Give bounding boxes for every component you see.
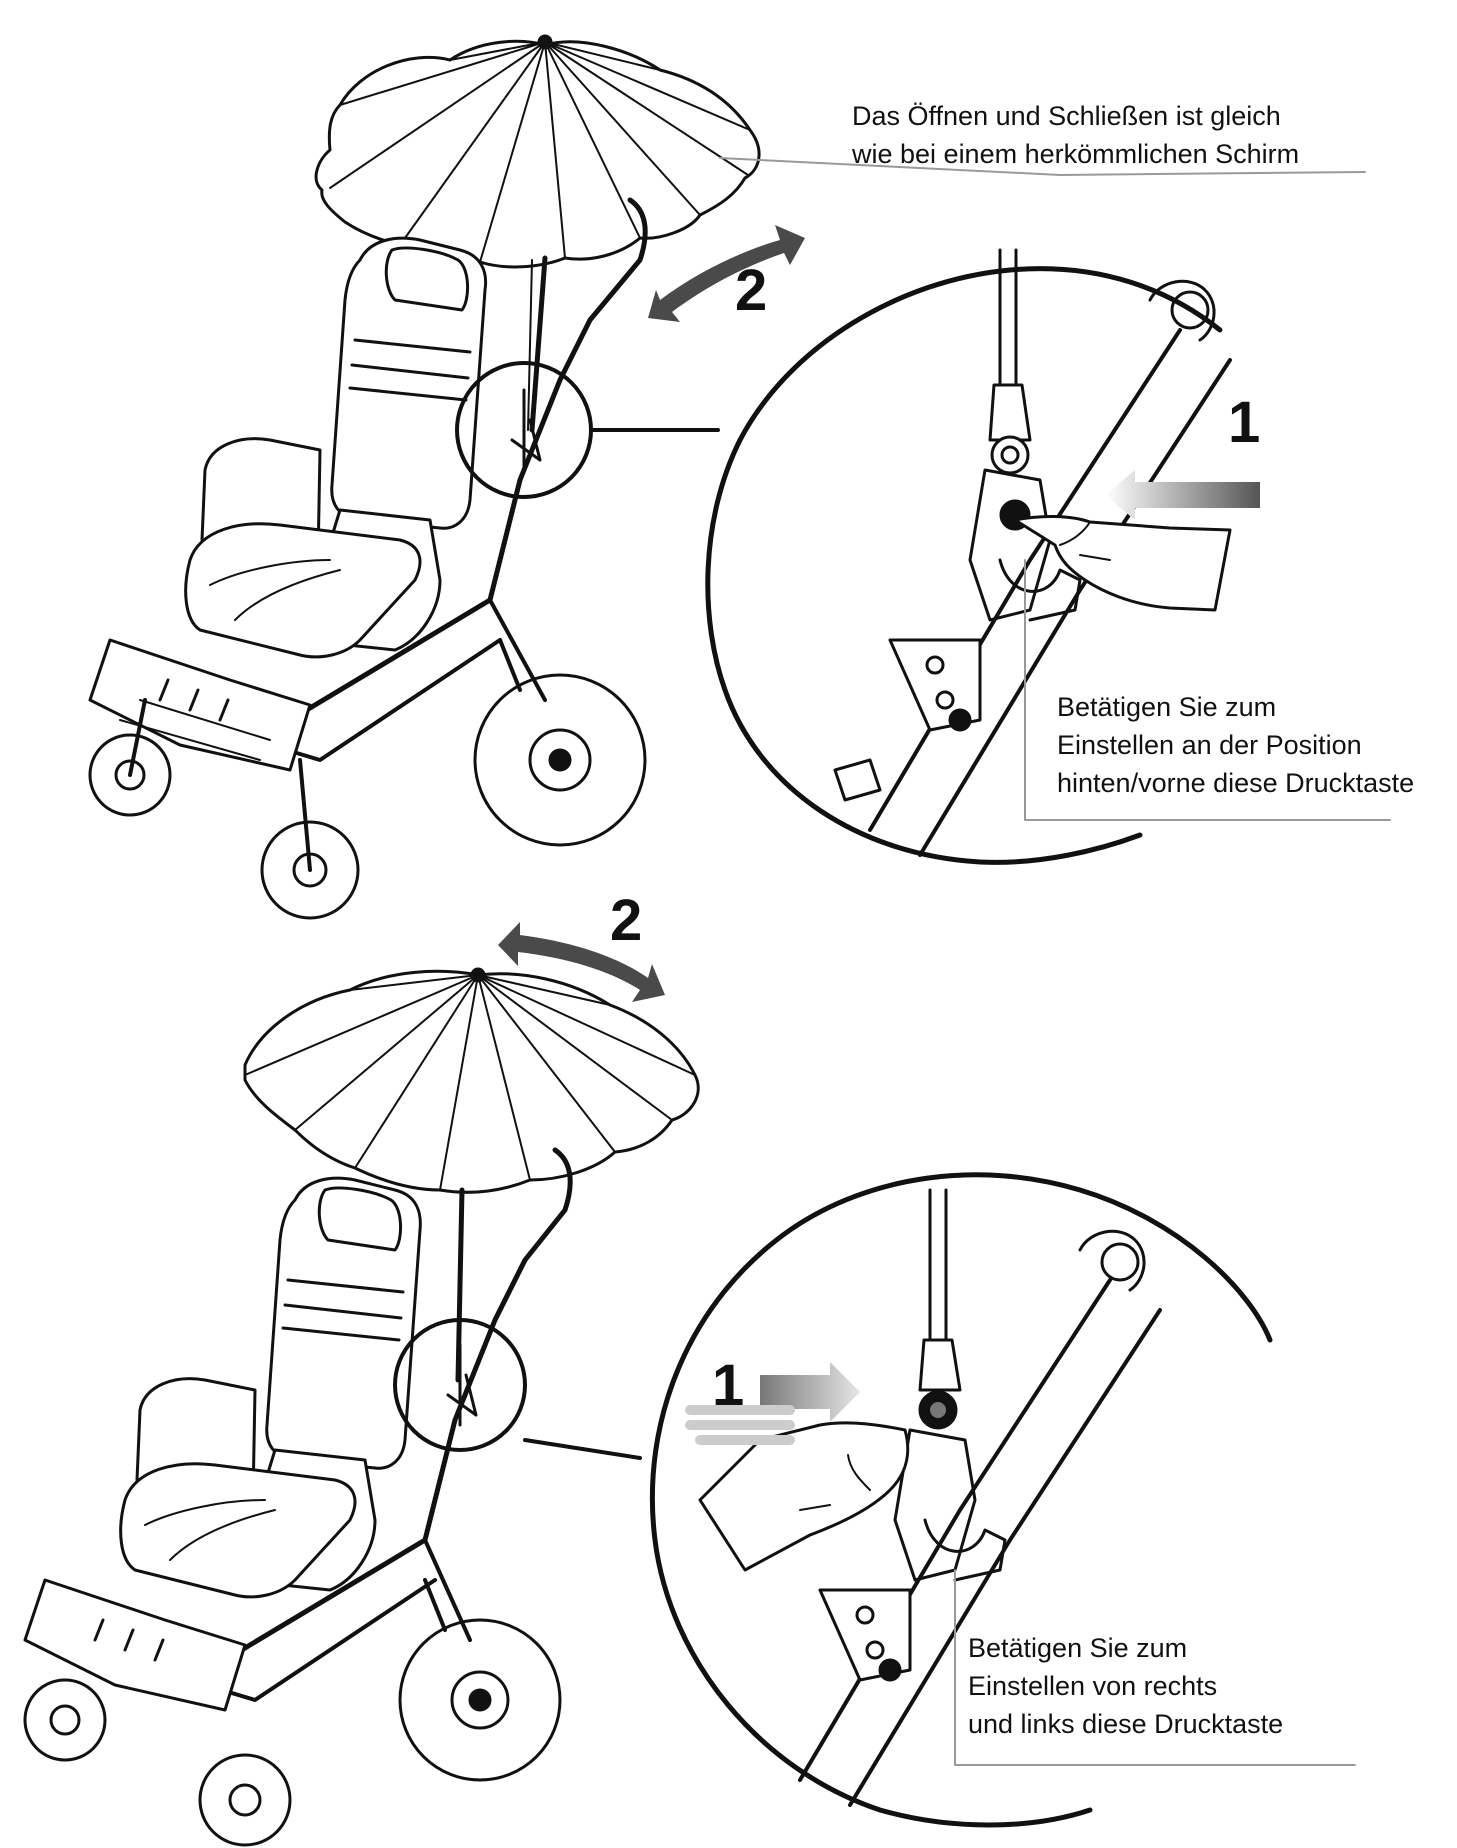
detail-zoom-top xyxy=(705,248,1391,865)
callout-umbrella-line-1: Das Öffnen und Schließen ist gleich xyxy=(852,101,1281,131)
leader-line-umbrella xyxy=(719,157,1366,176)
step-1-label-top: 1 xyxy=(1228,390,1260,455)
callout-umbrella-line-2: wie bei einem herkömmlichen Schirm xyxy=(852,139,1300,169)
callout-left-right-line-3: und links diese Drucktaste xyxy=(968,1709,1284,1739)
step-2-label-bottom: 2 xyxy=(610,888,642,953)
callout-umbrella-operation: Das Öffnen und Schließen ist gleich wie … xyxy=(852,97,1299,173)
step-2-label-top: 2 xyxy=(735,258,767,323)
rotate-arrow-top-icon xyxy=(648,225,805,322)
umbrella-top-icon xyxy=(314,34,761,433)
callout-left-right-line-1: Betätigen Sie zum xyxy=(968,1633,1188,1663)
stroller-top-icon xyxy=(88,197,648,920)
callout-left-right-line-2: Einstellen von rechts xyxy=(968,1671,1218,1701)
step-1-label-bottom: 1 xyxy=(712,1353,744,1418)
stroller-bottom-icon xyxy=(23,1147,573,1847)
detail-zoom-bottom xyxy=(649,1172,1356,1828)
bottom-scene xyxy=(23,922,1356,1847)
connector-line-bottom xyxy=(523,1438,642,1460)
callout-rear-front-line-1: Betätigen Sie zum xyxy=(1057,692,1277,722)
rotate-arrow-bottom-icon xyxy=(498,922,665,1002)
callout-rear-front-button: Betätigen Sie zum Einstellen an der Posi… xyxy=(1057,688,1414,802)
callout-rear-front-line-2: Einstellen an der Position xyxy=(1057,730,1362,760)
top-scene xyxy=(88,34,1391,920)
callout-left-right-button: Betätigen Sie zum Einstellen von rechts … xyxy=(968,1629,1283,1743)
callout-rear-front-line-3: hinten/vorne diese Drucktaste xyxy=(1057,768,1415,798)
detail-marker-bottom xyxy=(393,1318,527,1452)
